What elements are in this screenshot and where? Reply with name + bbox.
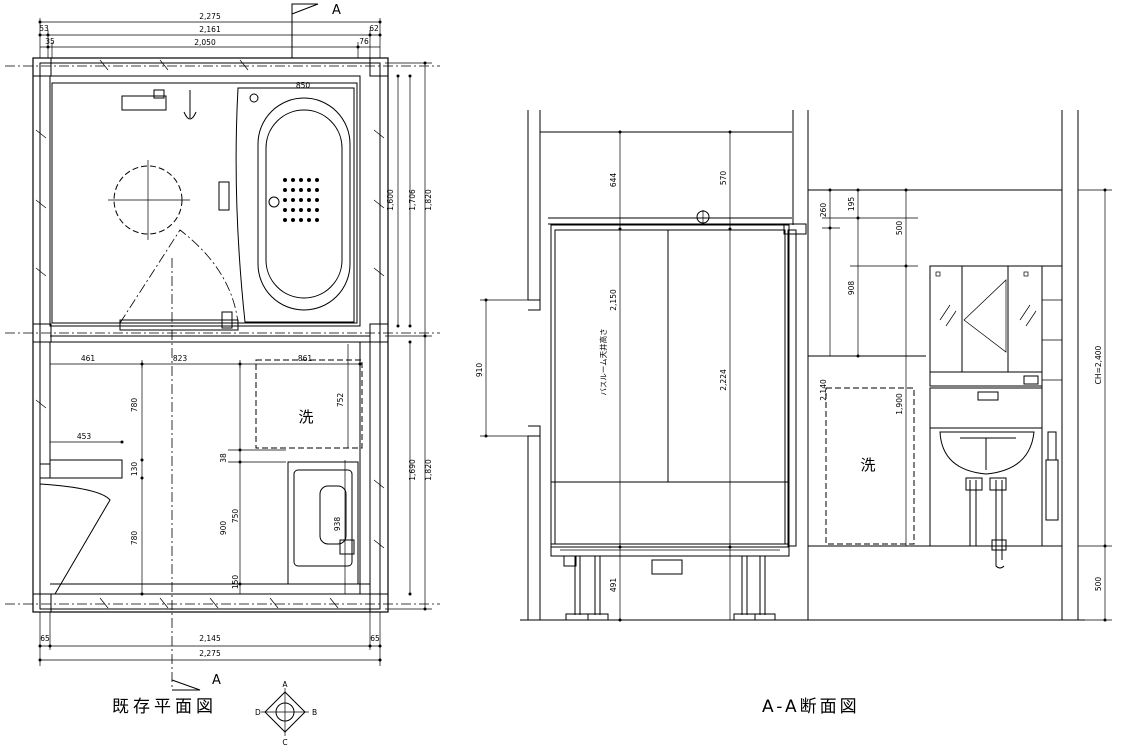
dim-2140: 2,140 xyxy=(819,379,828,401)
dim-bottom-2145: 2,145 xyxy=(199,634,221,643)
dim-top-2275: 2,275 xyxy=(199,12,221,21)
dim-top-35: 35 xyxy=(45,37,55,46)
dim-top-76: 76 xyxy=(359,37,369,46)
dim-453: 453 xyxy=(77,432,92,441)
wash-label-section: 洗 xyxy=(860,456,875,474)
compass-s: C xyxy=(282,738,287,747)
dim-right-1820b: 1,820 xyxy=(424,459,433,481)
compass-n: A xyxy=(282,680,288,689)
dim-644: 644 xyxy=(609,173,618,188)
plan-view: 2,275 2,161 62 53 2,050 35 76 A xyxy=(5,3,440,747)
dim-195: 195 xyxy=(847,197,856,212)
dim-780a: 780 xyxy=(130,398,139,413)
dim-752: 752 xyxy=(336,393,345,408)
dim-right-1600: 1,600 xyxy=(386,189,395,211)
dim-500: 500 xyxy=(895,221,904,236)
dim-938: 938 xyxy=(333,517,342,532)
dim-ch: CH=2,400 xyxy=(1094,345,1103,384)
section-mark-top: A xyxy=(332,3,341,18)
dim-750: 750 xyxy=(231,509,240,524)
dim-right-1690: 1,690 xyxy=(408,459,417,481)
room-label: バスルーム天井高さ xyxy=(598,328,608,395)
dim-bottom-2275: 2,275 xyxy=(199,649,221,658)
dim-right-1820a: 1,820 xyxy=(424,189,433,211)
dim-2150: 2,150 xyxy=(609,289,618,311)
section-mark-bottom: A xyxy=(212,673,221,688)
dim-260: 260 xyxy=(819,203,828,218)
dim-900: 900 xyxy=(219,521,228,536)
dim-861: 861 xyxy=(298,354,313,363)
compass-icon: A B C D xyxy=(255,680,317,747)
dim-780b: 780 xyxy=(130,531,139,546)
dim-top-2161: 2,161 xyxy=(199,25,221,34)
plan-title: 既存平面図 xyxy=(112,697,217,717)
dim-150: 150 xyxy=(231,575,240,590)
dim-491: 491 xyxy=(609,578,618,593)
dim-2224: 2,224 xyxy=(719,369,728,391)
dim-823: 823 xyxy=(173,354,188,363)
dim-910: 910 xyxy=(475,363,484,378)
dim-130: 130 xyxy=(130,462,139,477)
dim-908: 908 xyxy=(847,281,856,296)
section-title: A-A断面図 xyxy=(762,697,860,717)
wash-label-plan: 洗 xyxy=(298,408,313,426)
dim-top-2050: 2,050 xyxy=(194,38,216,47)
dim-38: 38 xyxy=(219,453,228,463)
dim-570: 570 xyxy=(719,171,728,186)
compass-e: B xyxy=(312,708,317,717)
dim-right-1706: 1,706 xyxy=(408,189,417,211)
dim-500b: 500 xyxy=(1094,577,1103,592)
dim-bath-850: 850 xyxy=(296,81,311,90)
dim-461: 461 xyxy=(81,354,96,363)
section-view: 910 644 570 2,150 バスルーム天井高さ xyxy=(475,110,1112,717)
dim-top-53: 53 xyxy=(39,24,49,33)
dim-bottom-65-left: 65 xyxy=(40,634,50,643)
dim-bottom-65-right: 65 xyxy=(370,634,380,643)
compass-w: D xyxy=(255,708,261,717)
dim-top-62: 62 xyxy=(369,24,379,33)
dim-1900: 1,900 xyxy=(895,393,904,415)
